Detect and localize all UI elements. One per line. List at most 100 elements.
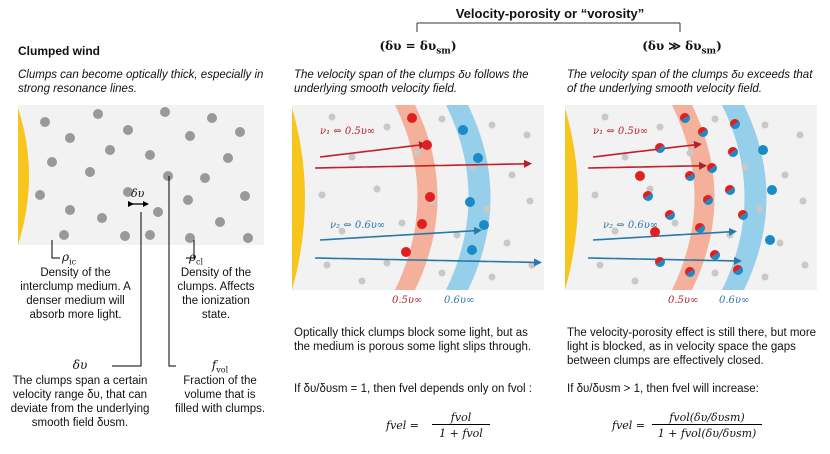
- clump: [711, 269, 719, 277]
- blue-clump: [473, 153, 483, 163]
- clump: [398, 219, 406, 227]
- red-clump: [425, 192, 435, 202]
- panel1-title: Clumped wind: [18, 44, 100, 58]
- panel3-description: The velocity-porosity effect is still th…: [567, 327, 817, 367]
- blue-clump: [479, 220, 489, 230]
- clump: [801, 261, 809, 269]
- mixed-clump: [695, 223, 705, 233]
- clump: [59, 230, 69, 240]
- clump: [240, 191, 250, 201]
- clump: [601, 113, 609, 121]
- blue-clump: [765, 235, 775, 245]
- clump: [93, 109, 103, 119]
- clump: [383, 259, 391, 267]
- clump: [120, 231, 130, 241]
- v06-label: 0.6υ∞: [444, 295, 475, 306]
- clump: [318, 191, 326, 199]
- rho-ic-symbol: ρic: [62, 250, 77, 267]
- v06-label: 0.6υ∞: [719, 295, 750, 306]
- clump: [358, 277, 366, 285]
- clump: [591, 191, 599, 199]
- clump: [235, 127, 245, 137]
- mixed-clump: [738, 210, 748, 220]
- exceeds-case-label: (δυ ≫ δυsm): [642, 39, 722, 57]
- clump: [761, 121, 769, 129]
- clump: [348, 153, 356, 161]
- clump: [686, 149, 694, 157]
- clump: [796, 131, 804, 139]
- photon-path: [592, 227, 737, 241]
- mixed-clump: [698, 127, 708, 137]
- clump: [328, 113, 336, 121]
- star-shape: [18, 108, 29, 245]
- smooth-velocity-panel: [292, 105, 544, 290]
- clump: [123, 125, 133, 135]
- clump: [646, 185, 654, 193]
- panel2-subtitle: The velocity span of the clumps δυ follo…: [294, 69, 529, 95]
- clump: [528, 261, 536, 269]
- clump: [756, 205, 764, 213]
- red-clump: [650, 227, 660, 237]
- mixed-clump: [665, 210, 675, 220]
- clump: [438, 269, 446, 277]
- clump: [799, 197, 807, 205]
- panel3-condition: If δυ/δυsm > 1, then fvel will increase:: [567, 383, 759, 395]
- clump: [163, 171, 173, 181]
- clump: [207, 113, 217, 123]
- panel1-subtitle: Clumps can become optically thick, espec…: [18, 69, 264, 95]
- blue-clump: [467, 245, 477, 255]
- mixed-clump: [643, 191, 653, 201]
- clump: [438, 115, 446, 123]
- photon-path: [592, 140, 702, 158]
- panel3-subtitle: The velocity span of the clumps δυ excee…: [567, 69, 813, 95]
- clump: [105, 145, 115, 155]
- star-shape: [292, 108, 305, 290]
- mixed-clump: [730, 119, 740, 129]
- red-clump: [417, 219, 427, 229]
- mixed-clump: [707, 163, 717, 173]
- star-shape: [565, 108, 578, 290]
- mixed-clump: [655, 257, 665, 267]
- clump: [85, 167, 95, 177]
- clump: [776, 239, 784, 247]
- clump: [338, 227, 346, 235]
- photon-path: [314, 159, 532, 169]
- rho-cl-description: Density of the clumps. Affects the ioniz…: [177, 267, 255, 321]
- clump: [373, 185, 381, 193]
- blue-clump: [758, 145, 768, 155]
- panel2-condition: If δυ/δυsm = 1, then fvel depends only o…: [294, 383, 532, 395]
- blue-clump: [458, 125, 468, 135]
- clump: [183, 195, 193, 205]
- v05-label: 0.5υ∞: [668, 295, 699, 306]
- red-clump: [407, 113, 417, 123]
- clump: [671, 219, 679, 227]
- mixed-clump: [710, 250, 720, 260]
- clump: [453, 231, 461, 239]
- clump: [243, 233, 253, 243]
- clump: [215, 217, 225, 227]
- nu2-label: ν₂ ⇔ 0.6υ∞: [330, 220, 386, 231]
- clump: [47, 157, 57, 167]
- nu1-label: ν₁ ⇔ 0.5υ∞: [593, 126, 649, 137]
- header-bracket: [416, 22, 681, 32]
- exceeding-velocity-panel: [565, 105, 817, 290]
- clump: [65, 205, 75, 215]
- clump: [145, 230, 155, 240]
- clump: [596, 261, 604, 269]
- mixed-clump: [725, 185, 735, 195]
- clump: [323, 261, 331, 269]
- clump: [523, 131, 531, 139]
- clump: [35, 190, 45, 200]
- clump: [145, 150, 155, 160]
- red-clump: [635, 171, 645, 181]
- red-clump: [401, 247, 411, 257]
- fvol-symbol: fvol: [211, 358, 229, 375]
- clump: [488, 121, 496, 129]
- mixed-clump: [685, 267, 695, 277]
- equal-case-label: (δυ = δυsm): [379, 39, 457, 57]
- dv-description: The clumps span a certain velocity range…: [10, 375, 150, 429]
- clumped-wind-panel: [18, 105, 264, 245]
- mixed-clump: [680, 113, 690, 123]
- clump: [781, 171, 789, 179]
